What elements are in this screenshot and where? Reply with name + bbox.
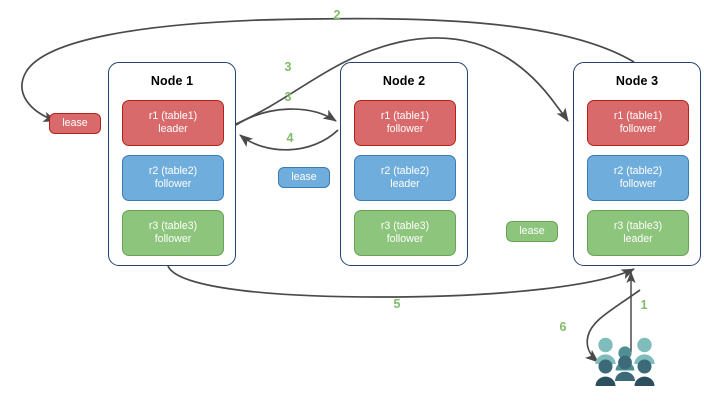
arrow-step-5: [167, 265, 635, 298]
node-title: Node 2: [382, 74, 426, 88]
replica-role: follower: [154, 233, 192, 245]
node-card-1[interactable]: Node 1 r1 (table1) leader r2 (table2) fo…: [108, 62, 236, 266]
node-title: Node 1: [150, 74, 194, 88]
replica-r2[interactable]: r2 (table2) leader: [354, 155, 456, 201]
people-group-icon: [595, 337, 655, 386]
replica-name: r1 (table1): [148, 109, 198, 122]
step-label-3-node2: 3: [284, 90, 292, 104]
step-label-5: 5: [393, 297, 401, 311]
replica-name: r2 (table2): [148, 164, 198, 177]
step-label-3-node3: 3: [284, 60, 292, 74]
replica-role: follower: [386, 123, 424, 135]
replica-role: follower: [154, 178, 192, 190]
step-label-4: 4: [286, 131, 294, 145]
lease-badge-blue[interactable]: lease: [278, 167, 330, 188]
replica-role: follower: [619, 123, 657, 135]
node-card-2[interactable]: Node 2 r1 (table1) follower r2 (table2) …: [340, 62, 468, 266]
node-card-3[interactable]: Node 3 r1 (table1) follower r2 (table2) …: [573, 62, 701, 266]
replica-r3[interactable]: r3 (table3) leader: [587, 210, 689, 256]
replica-list: r1 (table1) leader r2 (table2) follower …: [122, 100, 224, 265]
replica-name: r3 (table3): [613, 219, 663, 232]
step-label-2: 2: [333, 8, 341, 22]
replica-r3[interactable]: r3 (table3) follower: [122, 210, 224, 256]
replica-r1[interactable]: r1 (table1) follower: [587, 100, 689, 146]
step-label-1: 1: [640, 298, 648, 312]
replica-name: r3 (table3): [380, 219, 430, 232]
replica-role: leader: [623, 233, 653, 245]
replica-r1[interactable]: r1 (table1) follower: [354, 100, 456, 146]
replica-r1[interactable]: r1 (table1) leader: [122, 100, 224, 146]
replica-role: follower: [619, 178, 657, 190]
replica-name: r3 (table3): [148, 219, 198, 232]
arrow-step-3-to-node2: [235, 108, 337, 126]
replica-list: r1 (table1) follower r2 (table2) leader …: [354, 100, 456, 265]
replica-name: r2 (table2): [613, 164, 663, 177]
replica-r2[interactable]: r2 (table2) follower: [587, 155, 689, 201]
replica-role: leader: [158, 123, 188, 135]
node-title: Node 3: [615, 74, 659, 88]
replica-role: leader: [390, 178, 420, 190]
step-label-6: 6: [559, 320, 567, 334]
replica-r2[interactable]: r2 (table2) follower: [122, 155, 224, 201]
replica-r3[interactable]: r3 (table3) follower: [354, 210, 456, 256]
replica-role: follower: [386, 233, 424, 245]
replica-name: r1 (table1): [613, 109, 663, 122]
lease-badge-green[interactable]: lease: [506, 221, 558, 242]
replica-name: r1 (table1): [380, 109, 430, 122]
lease-badge-red[interactable]: lease: [49, 113, 101, 134]
replica-name: r2 (table2): [380, 164, 430, 177]
replica-list: r1 (table1) follower r2 (table2) followe…: [587, 100, 689, 265]
